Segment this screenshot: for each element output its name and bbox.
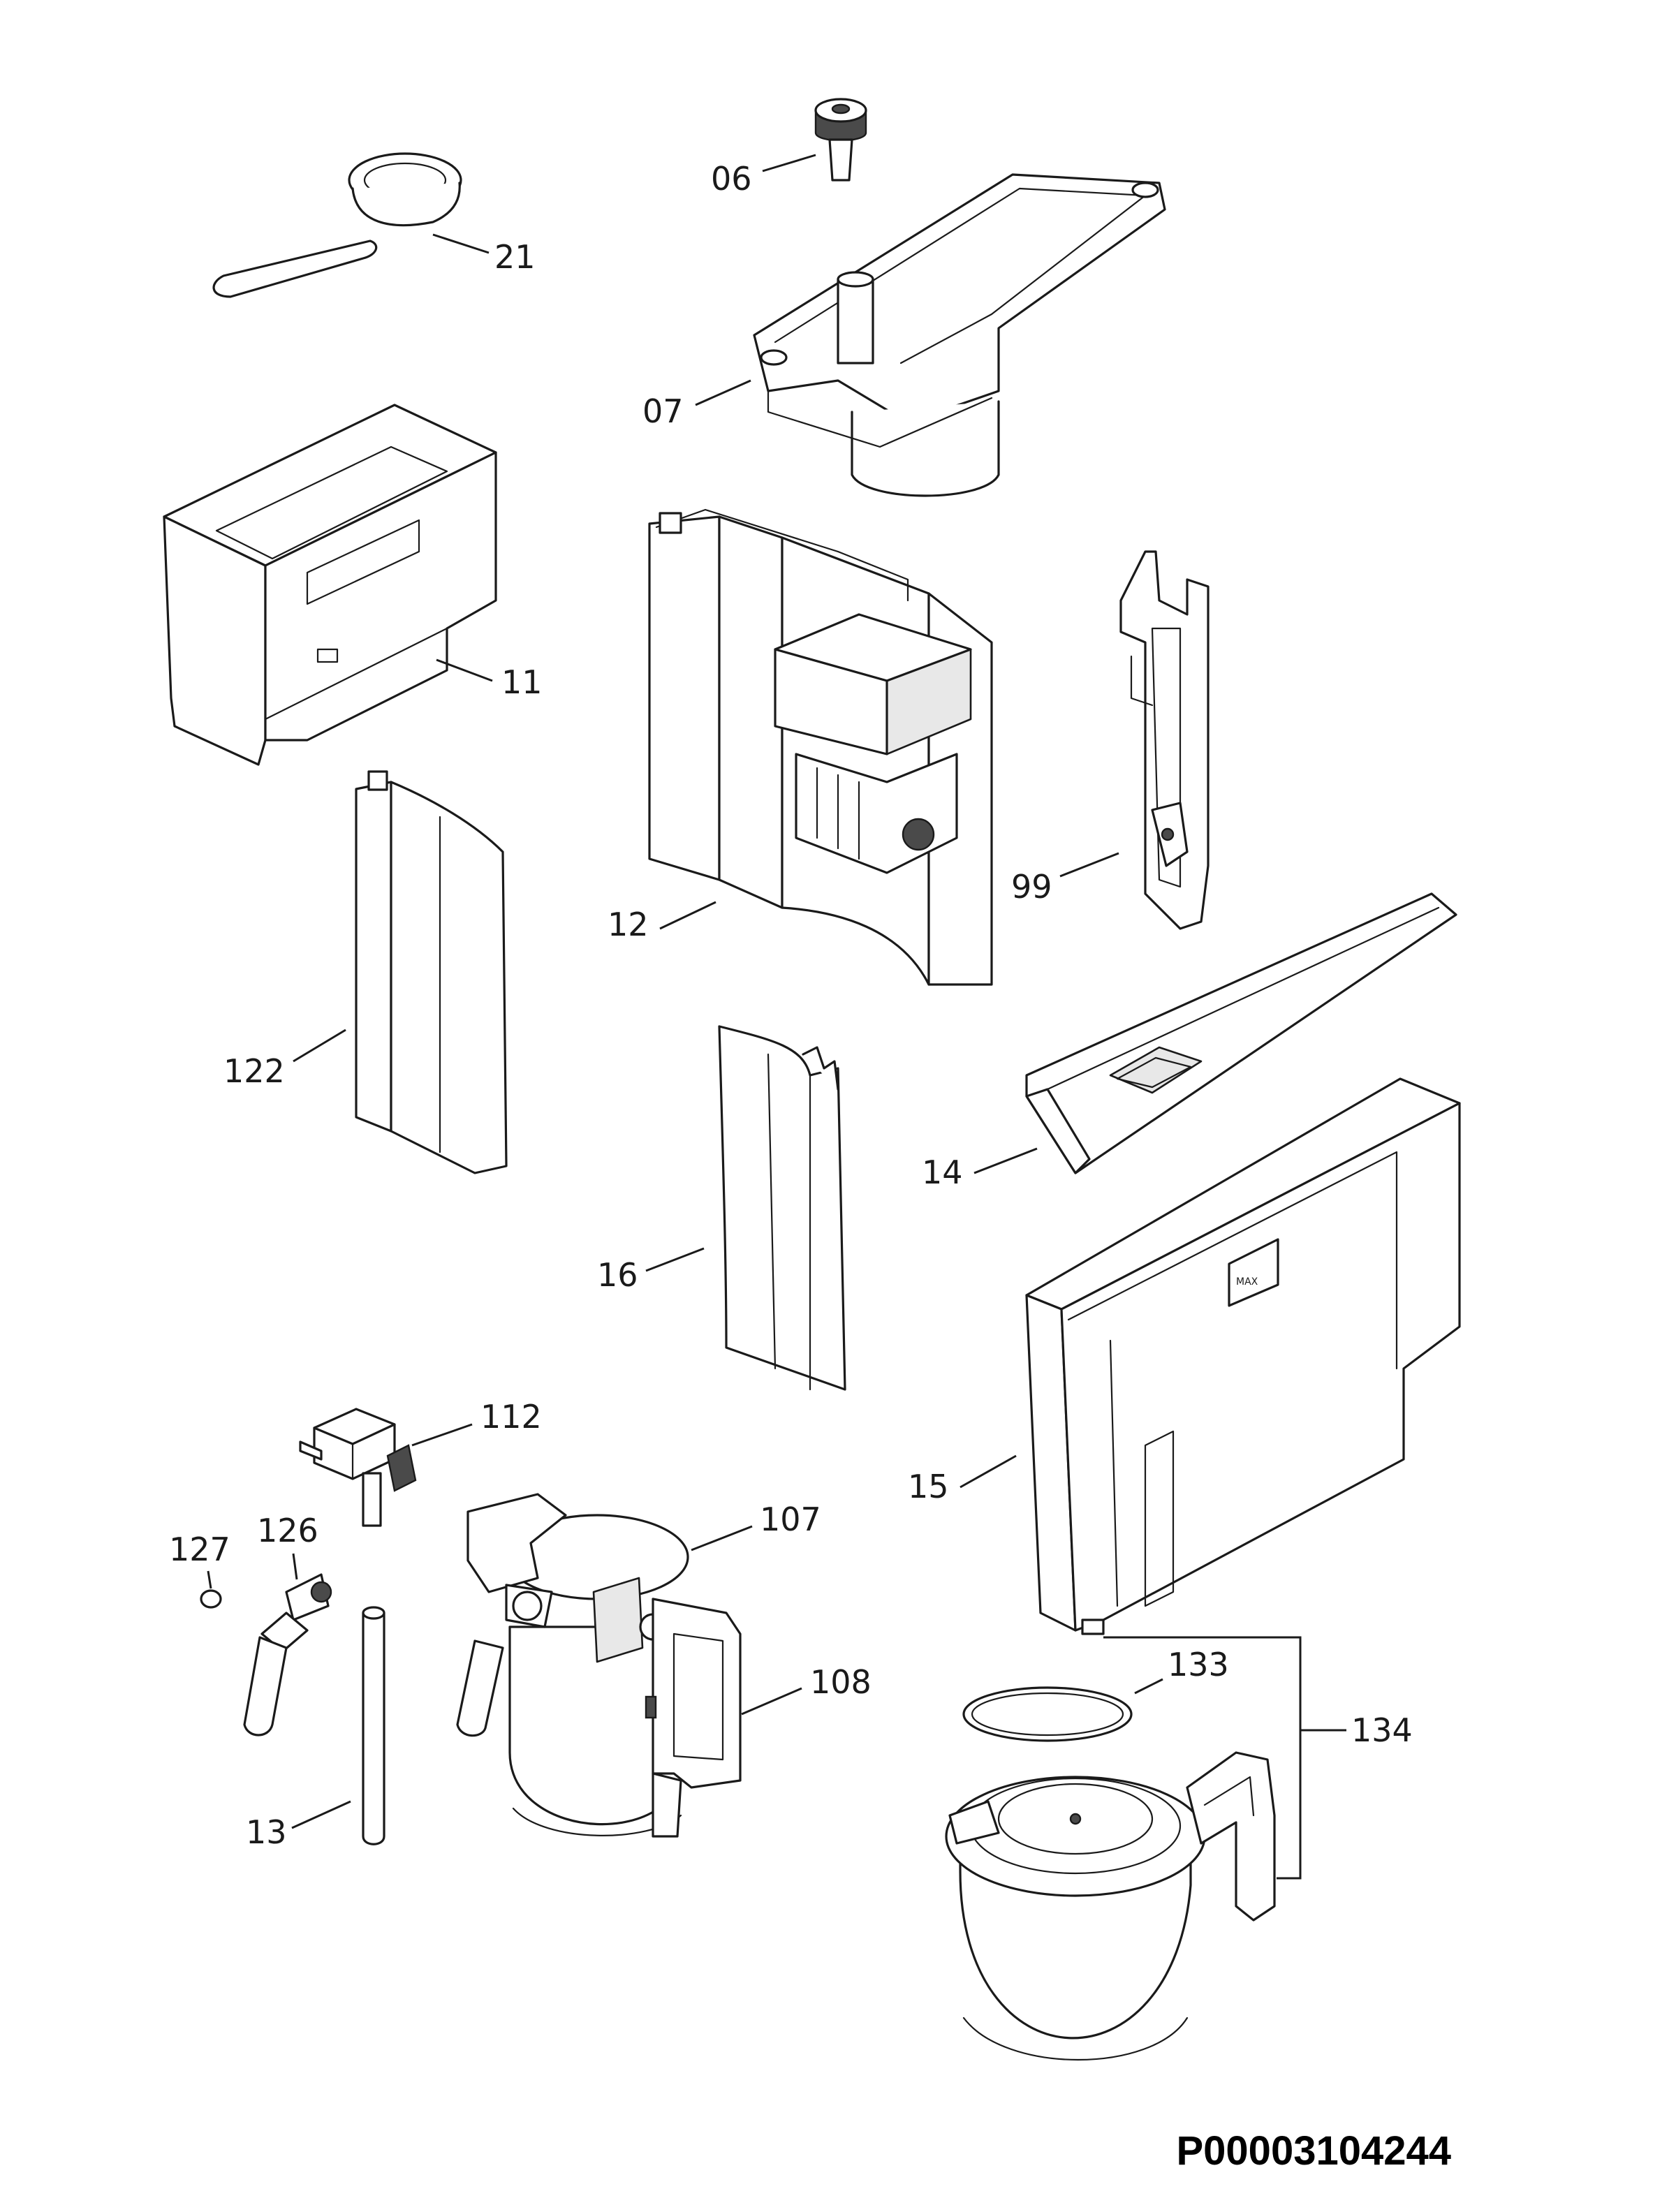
leader-15 [960, 1454, 1017, 1489]
part-99-bracket [1119, 550, 1210, 930]
part-13-tube [362, 1606, 385, 1845]
part-112-valve-block [299, 1408, 417, 1527]
callout-15: 15 [908, 1468, 949, 1505]
leader-12 [659, 901, 716, 930]
leader-14 [973, 1147, 1038, 1174]
leader-122 [293, 1028, 346, 1063]
leader-13 [291, 1800, 351, 1829]
part-12-housing [648, 508, 993, 986]
part-16-front-panel [718, 1025, 846, 1391]
part-122-side-panel [355, 770, 508, 1174]
leader-16 [645, 1247, 705, 1272]
callout-127: 127 [169, 1531, 230, 1568]
callout-122: 122 [223, 1052, 285, 1090]
callout-06: 06 [711, 160, 752, 198]
leader-06 [762, 154, 816, 172]
callout-133: 133 [1168, 1646, 1229, 1683]
callout-11: 11 [501, 663, 543, 701]
part-07-funnel [753, 173, 1166, 497]
part-06-adjustment-knob [814, 98, 867, 182]
leader-07 [695, 379, 751, 406]
leader-133 [1134, 1678, 1163, 1695]
leader-107 [691, 1525, 753, 1551]
leader-11 [436, 658, 493, 682]
svg-text:MAX: MAX [1236, 1276, 1258, 1288]
callout-13: 13 [246, 1813, 287, 1851]
callout-107: 107 [760, 1501, 821, 1538]
part-15-water-tank: MAX [1025, 1077, 1461, 1635]
leader-112 [411, 1423, 473, 1447]
part-14-tray-lid [1025, 892, 1457, 1174]
leader-99 [1059, 852, 1119, 878]
part-21-measuring-spoon [212, 152, 462, 298]
leader-108 [741, 1687, 802, 1716]
callout-16: 16 [597, 1256, 638, 1294]
callout-126: 126 [257, 1512, 318, 1549]
part-126-connector [243, 1573, 332, 1737]
callout-12: 12 [608, 906, 649, 943]
part-107-108-milk-jug [456, 1493, 742, 1838]
part-127-o-ring [200, 1589, 222, 1609]
callout-21: 21 [494, 238, 536, 276]
callout-108: 108 [810, 1663, 872, 1701]
callout-14: 14 [922, 1153, 963, 1191]
part-133-gasket [962, 1686, 1133, 1742]
part-134-carafe [945, 1751, 1276, 2060]
callout-labels: 06 21 07 11 12 99 122 14 16 112 15 107 1… [169, 160, 1413, 1851]
document-id: P00003104244 [1176, 2128, 1451, 2174]
leader-134 [1103, 1636, 1302, 1880]
callout-134: 134 [1351, 1711, 1413, 1749]
callout-112: 112 [480, 1398, 542, 1436]
leader-lines [207, 154, 1346, 1880]
leader-21 [432, 233, 490, 254]
leader-127 [207, 1570, 212, 1589]
callout-07: 07 [642, 392, 684, 430]
part-11-upper-container [163, 404, 497, 766]
callout-99: 99 [1011, 868, 1052, 906]
leader-126 [292, 1553, 298, 1580]
